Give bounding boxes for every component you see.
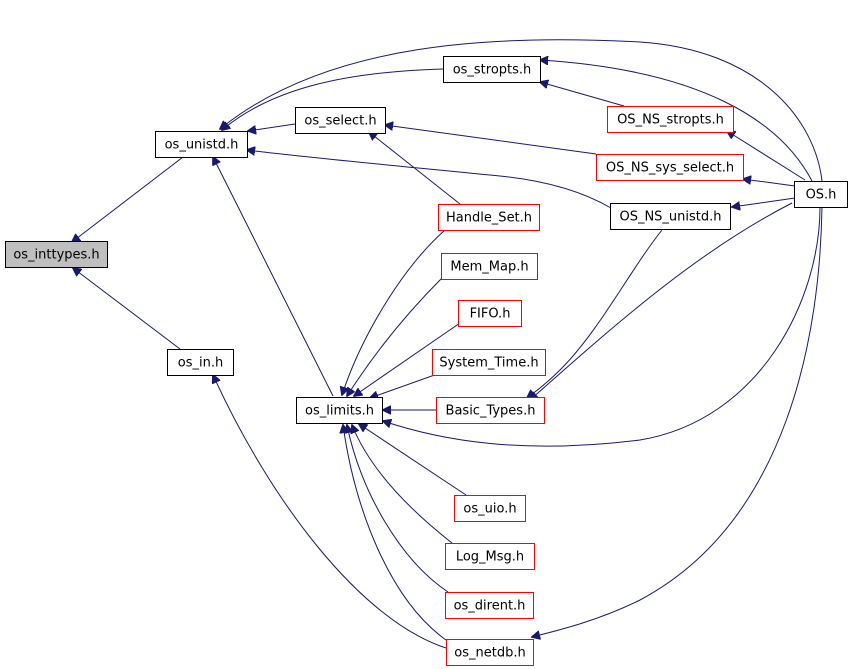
edge-os-to-os_ns_stropts [727,131,806,181]
node-label: os_dirent.h [454,599,526,614]
edge-os_stropts-to-os_unistd [222,68,444,130]
dependency-edges [72,39,823,649]
edge-mem_map-to-os_limits [347,277,443,396]
edge-os_ns_stropts-to-os_stropts [540,82,625,107]
edge-os-to-os_ns_unistd [732,197,796,207]
node-os-unistd[interactable]: os_unistd.h [155,131,248,158]
edge-log_msg-to-os_limits [352,425,453,544]
edge-handle_set-to-os_select [369,132,461,205]
edge-os_in-to-os_inttypes [73,268,181,350]
node-os-stropts[interactable]: os_stropts.h [443,56,541,83]
node-os[interactable]: OS.h [794,181,848,208]
edge-os_ns_unistd-to-os_unistd [247,150,612,209]
edge-system_time-to-os_limits [370,371,444,398]
file-nodes: os_inttypes.h os_unistd.h os_in.h os_sel… [5,56,848,666]
node-label: Mem_Map.h [450,260,528,275]
edge-os-to-os_ns_sys_select [743,179,796,187]
node-label: OS.h [806,188,837,203]
node-label: os_netdb.h [454,646,525,661]
edge-os-to-os_netdb [532,206,823,637]
node-label: os_select.h [304,114,376,129]
node-label: os_uio.h [463,502,516,517]
edge-os-to-basic_types [530,202,793,400]
edge-handle_set-to-os_limits [342,229,446,395]
node-label: Basic_Types.h [446,404,536,419]
node-label: os_inttypes.h [13,248,99,263]
node-label: os_stropts.h [453,63,532,78]
edge-os_netdb-to-os_limits [343,425,447,641]
node-label: OS_NS_unistd.h [619,210,721,225]
node-label: os_limits.h [305,404,374,419]
node-handle-set[interactable]: Handle_Set.h [438,204,540,231]
node-label: os_unistd.h [165,138,239,153]
node-os-dirent[interactable]: os_dirent.h [445,592,534,619]
node-os-inttypes[interactable]: os_inttypes.h [5,241,108,268]
node-basic-types[interactable]: Basic_Types.h [436,397,545,424]
node-os-netdb[interactable]: os_netdb.h [446,639,534,666]
edge-fifo-to-os_limits [354,322,461,396]
edge-os_uio-to-os_limits [359,424,467,496]
node-fifo[interactable]: FIFO.h [458,300,522,327]
node-label: Handle_Set.h [446,211,532,226]
node-os-select[interactable]: os_select.h [295,107,386,134]
node-log-msg[interactable]: Log_Msg.h [445,543,535,570]
node-mem-map[interactable]: Mem_Map.h [441,253,538,280]
edge-os-to-os_limits [383,206,821,447]
node-label: System_Time.h [439,356,538,371]
edge-os_ns_sys_select-to-os_select [385,125,597,155]
node-os-ns-stropts[interactable]: OS_NS_stropts.h [607,106,734,133]
node-os-limits[interactable]: os_limits.h [296,397,383,424]
edge-os_select-to-os_unistd [248,123,296,131]
node-label: os_in.h [178,356,223,371]
edge-os-to-os_stropts [540,60,813,182]
edge-os_ns_unistd-to-basic_types [527,229,663,398]
node-os-in[interactable]: os_in.h [167,349,234,376]
node-label: OS_NS_sys_select.h [606,161,734,176]
node-os-ns-unistd[interactable]: OS_NS_unistd.h [610,203,731,230]
node-system-time[interactable]: System_Time.h [432,349,546,376]
edge-os_netdb-to-os_in [213,375,447,649]
edge-os_limits-to-os_unistd [213,157,334,397]
node-label: FIFO.h [470,307,511,322]
node-label: Log_Msg.h [456,550,524,565]
edge-os_dirent-to-os_limits [347,425,449,593]
node-label: OS_NS_stropts.h [617,113,724,128]
node-os-uio[interactable]: os_uio.h [454,495,526,522]
edge-os_unistd-to-os_inttypes [72,156,184,242]
edge-os-to-os_unistd-top [220,39,823,182]
node-os-ns-sys-select[interactable]: OS_NS_sys_select.h [596,154,744,181]
